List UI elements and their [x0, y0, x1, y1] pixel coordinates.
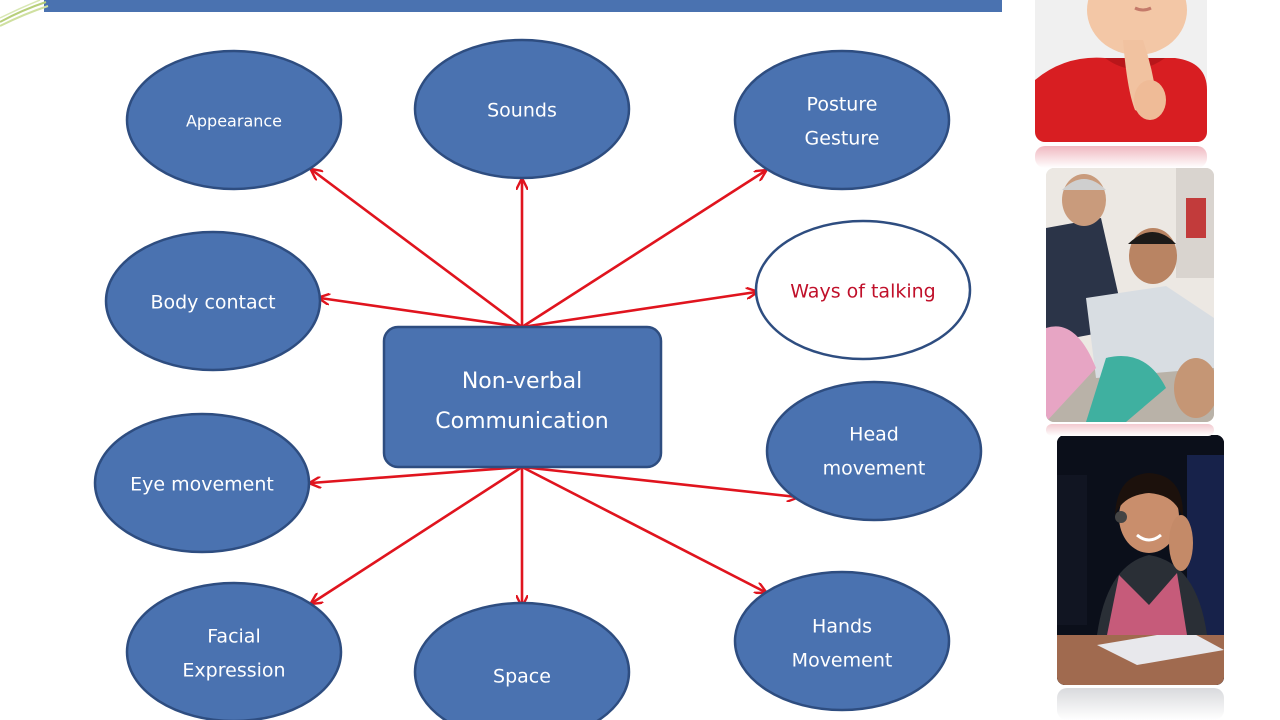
svg-text:Movement: Movement — [792, 650, 893, 672]
node-body-contact: Body contact — [104, 230, 322, 372]
photo-reflection — [1057, 688, 1224, 720]
svg-text:Posture: Posture — [807, 94, 878, 116]
svg-text:Gesture: Gesture — [805, 128, 880, 150]
node-hands-movement: Hands Movement — [733, 570, 951, 712]
photo-thinking-boy — [1035, 0, 1207, 142]
node-appearance: Appearance — [125, 49, 343, 191]
center-node: Non-verbal Communication — [382, 325, 663, 469]
arrow-eye-movement — [311, 465, 523, 483]
node-sounds: Sounds — [413, 38, 631, 180]
photo-call-center-agent — [1057, 435, 1224, 685]
node-eye-movement: Eye movement — [93, 412, 311, 554]
svg-text:Eye movement: Eye movement — [130, 474, 274, 496]
svg-text:Body contact: Body contact — [150, 292, 275, 314]
node-head-movement: Head movement — [765, 380, 983, 522]
arrow-head-movement — [521, 465, 797, 497]
svg-text:Facial: Facial — [207, 626, 260, 648]
arrow-appearance — [312, 170, 523, 329]
node-space: Space — [413, 601, 631, 720]
center-line-2: Communication — [435, 409, 608, 434]
svg-text:Ways of talking: Ways of talking — [790, 281, 936, 303]
svg-text:Hands: Hands — [812, 616, 872, 638]
photo-reflection — [1046, 424, 1214, 436]
arrow-ways-of-talking — [521, 292, 756, 329]
communication-diagram: Non-verbal Communication Appearance Soun… — [93, 38, 983, 720]
arrow-posture — [521, 171, 765, 329]
arrow-facial-expression — [312, 465, 523, 603]
photo-office-meeting — [1046, 168, 1214, 422]
node-posture-gesture: Posture Gesture — [733, 49, 951, 191]
arrow-hands-movement — [521, 465, 765, 592]
svg-text:Expression: Expression — [182, 660, 285, 682]
svg-text:Space: Space — [493, 666, 551, 688]
arrows — [311, 170, 797, 605]
center-line-1: Non-verbal — [462, 369, 582, 394]
arrow-body-contact — [320, 298, 523, 329]
svg-text:Sounds: Sounds — [487, 100, 557, 122]
svg-text:movement: movement — [823, 458, 926, 480]
corner-decoration — [0, 0, 49, 27]
header-bar — [44, 0, 1002, 12]
photo-reflection — [1035, 146, 1207, 168]
svg-text:Head: Head — [849, 424, 899, 446]
node-ways-of-talking: Ways of talking — [754, 219, 972, 361]
svg-text:Appearance: Appearance — [186, 112, 282, 131]
node-facial-expression: Facial Expression — [125, 581, 343, 720]
